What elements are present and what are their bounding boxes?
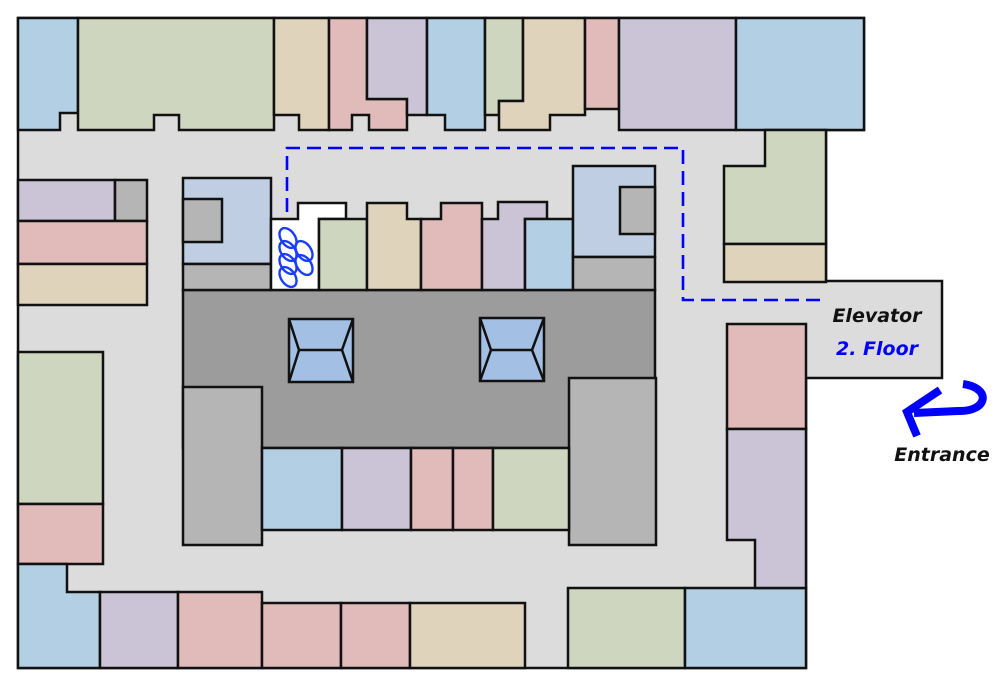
stairs-icon bbox=[278, 226, 314, 289]
left-shops bbox=[16, 178, 149, 566]
floor-label: 2. Floor bbox=[836, 338, 920, 360]
shop[interactable] bbox=[409, 446, 455, 532]
entrance-arrow-icon[interactable] bbox=[902, 380, 987, 438]
shop[interactable] bbox=[491, 446, 571, 532]
shop[interactable] bbox=[176, 590, 264, 670]
bottom-row-shops bbox=[16, 322, 808, 670]
shop[interactable] bbox=[617, 16, 738, 132]
shop[interactable] bbox=[451, 446, 495, 532]
top-row-shops bbox=[16, 16, 866, 284]
shop[interactable] bbox=[16, 219, 149, 266]
shop[interactable] bbox=[683, 586, 808, 670]
shop[interactable] bbox=[340, 446, 413, 532]
shop[interactable] bbox=[16, 16, 80, 132]
service-room bbox=[571, 255, 657, 292]
shop[interactable] bbox=[16, 502, 105, 566]
shop[interactable] bbox=[16, 178, 117, 223]
service-room bbox=[567, 376, 658, 547]
skylight-icon bbox=[478, 316, 546, 383]
shop[interactable] bbox=[722, 242, 828, 284]
skylight-icon bbox=[287, 317, 355, 384]
shop[interactable] bbox=[419, 201, 484, 292]
shop[interactable] bbox=[16, 350, 105, 506]
elevator-label: Elevator bbox=[832, 305, 923, 327]
shop[interactable] bbox=[317, 217, 369, 292]
shop[interactable] bbox=[725, 427, 808, 590]
service-room bbox=[181, 197, 224, 244]
service-room bbox=[113, 178, 149, 223]
shop[interactable] bbox=[76, 16, 276, 132]
shop[interactable] bbox=[425, 16, 487, 132]
route-to-stairs bbox=[285, 146, 820, 302]
shop[interactable] bbox=[272, 16, 331, 132]
shop[interactable] bbox=[583, 16, 621, 111]
shop[interactable] bbox=[566, 586, 687, 670]
service-room bbox=[181, 262, 273, 292]
entrance-label[interactable]: Entrance bbox=[894, 444, 990, 466]
shop[interactable] bbox=[408, 601, 527, 670]
shop[interactable] bbox=[16, 262, 149, 307]
shop[interactable] bbox=[98, 590, 180, 670]
service-room bbox=[181, 385, 264, 547]
central-block bbox=[181, 164, 658, 547]
shop[interactable] bbox=[523, 217, 575, 292]
shop[interactable] bbox=[260, 446, 344, 532]
shop[interactable] bbox=[725, 322, 808, 431]
shop[interactable] bbox=[734, 16, 866, 132]
shop[interactable] bbox=[260, 601, 343, 670]
shop[interactable] bbox=[339, 601, 412, 670]
service-room bbox=[618, 185, 657, 236]
